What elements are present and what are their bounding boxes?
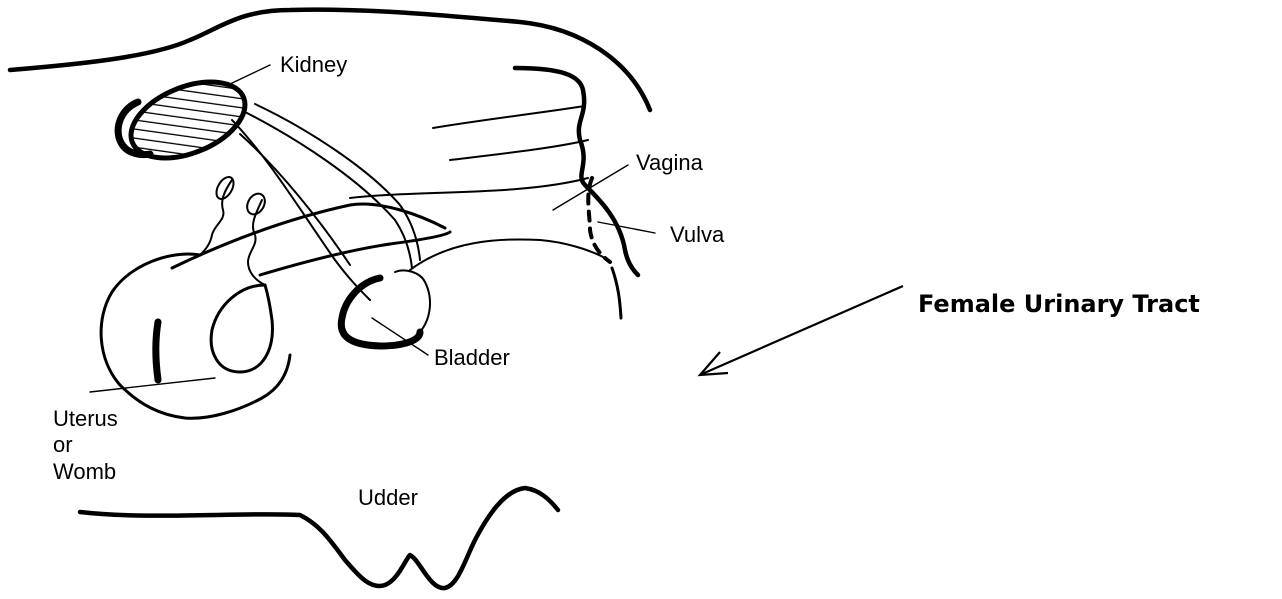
pelvic-line-2 xyxy=(450,140,588,160)
uterus-label-line-1: Uterus xyxy=(53,406,118,432)
uterus-horn-right xyxy=(211,285,272,372)
udder-label: Udder xyxy=(358,485,418,511)
ureter-right xyxy=(240,134,350,265)
vagina-tube-upper xyxy=(350,178,588,198)
uterus-label-line-3: Womb xyxy=(53,459,118,485)
ovary-right xyxy=(244,190,269,217)
uterus-label: Uterus or Womb xyxy=(53,406,118,485)
uterus-leader xyxy=(90,378,215,392)
uterus-horn-left xyxy=(101,254,290,418)
udder-outline xyxy=(80,488,558,588)
bladder-outline xyxy=(341,278,420,346)
vagina-tube-lower xyxy=(410,239,605,270)
vagina-label: Vagina xyxy=(636,150,703,176)
cervix-dark-mark xyxy=(156,322,158,380)
tail-outline xyxy=(515,68,638,275)
kidney-leader xyxy=(228,65,270,85)
vagina-leader xyxy=(553,165,628,210)
vulva-leader xyxy=(598,222,655,233)
rump-lower-outline xyxy=(612,268,621,318)
bladder-label: Bladder xyxy=(434,345,510,371)
bladder-inner-line xyxy=(395,270,430,332)
ovary-left xyxy=(213,174,237,202)
pelvic-line-1 xyxy=(433,106,585,128)
title-arrow-line xyxy=(702,286,903,374)
uterus-label-line-2: or xyxy=(53,432,118,458)
vulva-label: Vulva xyxy=(670,222,724,248)
kidney-label: Kidney xyxy=(280,52,347,78)
diagram-title: Female Urinary Tract xyxy=(918,290,1200,318)
urethra-band-bottom xyxy=(260,232,450,275)
ureter-fourth xyxy=(255,104,420,260)
